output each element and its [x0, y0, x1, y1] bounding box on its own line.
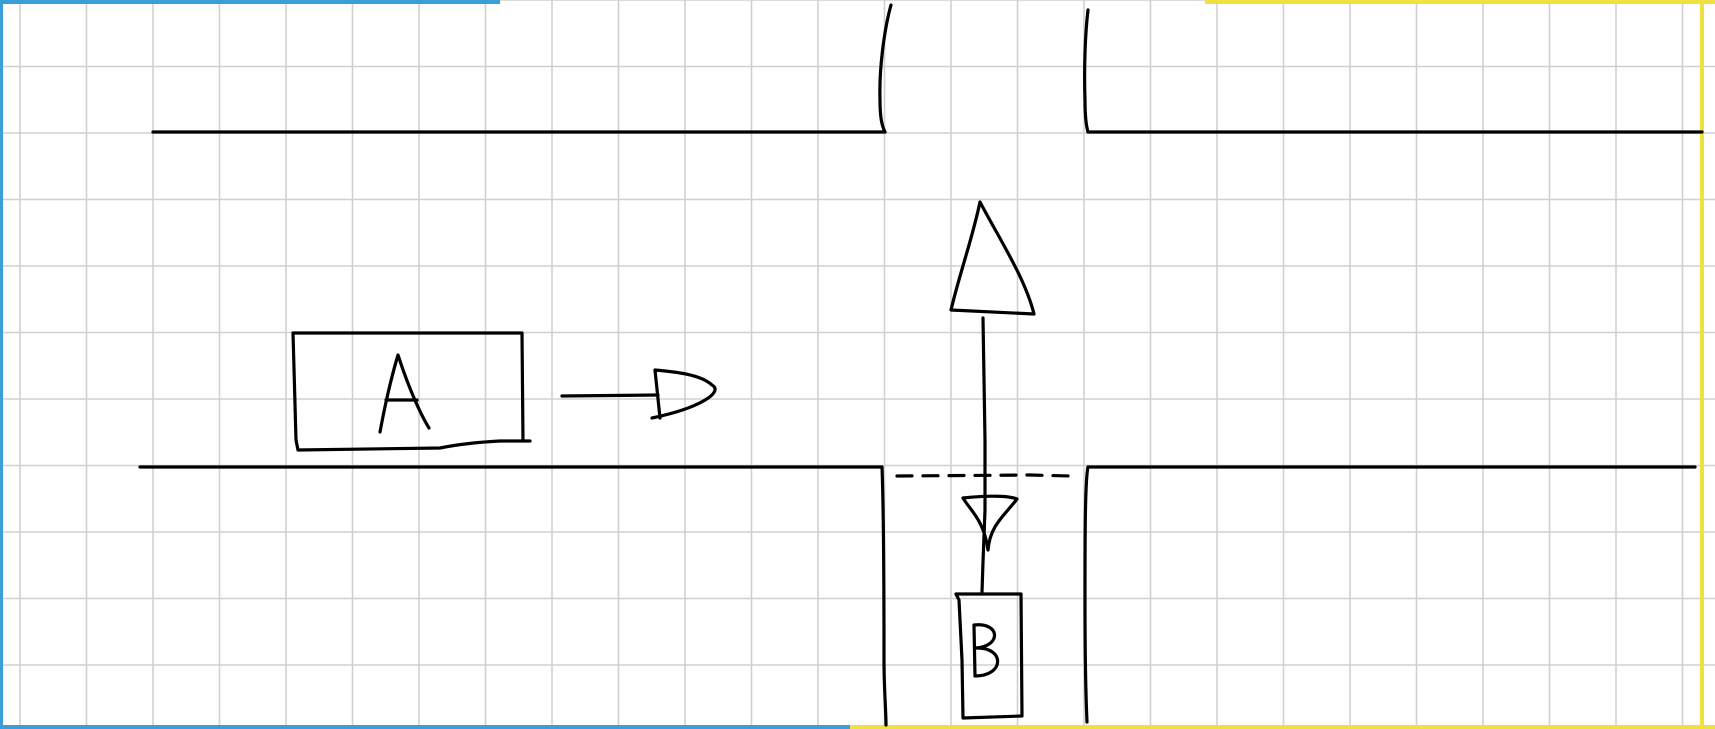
frame-top-left-edge [0, 0, 500, 4]
cross-street-north-right-curb [1083, 8, 1090, 134]
vehicle-b-letter [972, 623, 1000, 678]
cross-street-south-right-curb [1083, 465, 1090, 724]
vehicle-a-direction-arrow [560, 368, 717, 420]
cross-street-south-left-curb [880, 465, 888, 727]
vehicle-b-body [954, 592, 1024, 720]
stop-line-dashed [895, 473, 1072, 478]
vehicle-b: B [954, 592, 1024, 720]
frame-top-right-edge [1205, 0, 1715, 4]
frame-bottom-right-edge [850, 725, 1715, 729]
cross-street-north-left-curb [878, 3, 893, 134]
vehicle-a-arrow-shaft [560, 393, 660, 398]
vehicle-b-path-line [980, 316, 987, 594]
vehicle-b-arrow-head-north [949, 200, 1036, 316]
frame-bottom-left-edge [0, 725, 850, 729]
vehicle-a: A [291, 331, 532, 452]
road-outline [138, 3, 1704, 727]
vehicle-a-body [291, 331, 532, 452]
vehicle-b-arrow-head-south [961, 494, 1019, 552]
frame-right-edge [1700, 0, 1704, 729]
vehicle-a-arrow-head [650, 368, 717, 420]
vehicle-a-letter [378, 353, 431, 434]
frame-left-edge [0, 0, 3, 729]
vehicle-b-direction-arrow [949, 200, 1036, 594]
